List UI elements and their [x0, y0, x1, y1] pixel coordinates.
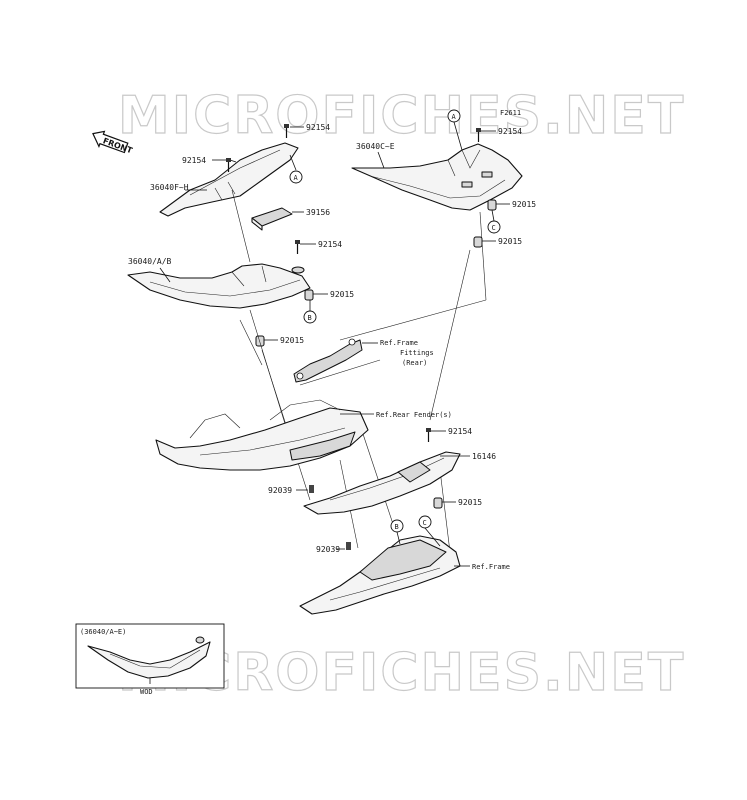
frame-fittings-bracket-drawing [293, 338, 363, 383]
ref-frame-fittings-line2: Fittings [400, 349, 434, 357]
inset-code: WOD [140, 688, 153, 696]
label-92154-e: 92154 [448, 427, 472, 436]
watermark-top: MICROFICHES.NET [118, 86, 685, 146]
label-16146: 16146 [472, 452, 496, 461]
label-92154-b: 92154 [182, 156, 206, 165]
alignment-lines [231, 189, 487, 553]
callout-a-left [289, 170, 303, 184]
label-92154-c: 92154 [318, 240, 342, 249]
grommet-icon [487, 199, 497, 211]
grommet-icon [255, 335, 265, 347]
label-model-code: F2611 [500, 109, 521, 117]
inset-title: (36040/A~E) [80, 628, 126, 636]
callout-a-left-label: A [294, 174, 299, 182]
label-92015-e: 92015 [458, 498, 482, 507]
ref-frame-fittings-line3: (Rear) [402, 359, 427, 367]
part-36040c-e-drawing [351, 143, 523, 211]
part-36040-ab-drawing [127, 263, 311, 309]
label-92015-a: 92015 [330, 290, 354, 299]
label-92039-b: 92039 [316, 545, 340, 554]
leader [289, 154, 297, 171]
label-92154-d: 92154 [498, 127, 522, 136]
label-36040f-h: 36040F~H [150, 183, 189, 192]
grommet-icon [433, 497, 443, 509]
clip-icon [309, 485, 314, 493]
label-92039-a: 92039 [268, 486, 292, 495]
ref-frame-fittings-line1: Ref.Frame [380, 339, 418, 347]
ref-frame-bottom: Ref.Frame [472, 563, 510, 571]
leader [424, 527, 441, 547]
bolt-icon [426, 428, 431, 442]
ref-rear-fender: Ref.Rear Fender(s) [376, 411, 452, 419]
label-39156: 39156 [306, 208, 330, 217]
callout-b-bottom-label: B [395, 523, 399, 531]
leader [159, 267, 171, 283]
leader [453, 121, 463, 151]
label-92015-d: 92015 [498, 237, 522, 246]
part-16146-drawing [303, 451, 461, 515]
callout-b-mid-label: B [308, 314, 312, 322]
callout-a-right-label: A [452, 113, 457, 121]
leader [491, 209, 495, 222]
part-39156-drawing [251, 207, 293, 231]
label-92154-a: 92154 [306, 123, 330, 132]
bolt-icon [226, 158, 231, 172]
callout-c-top-label: C [492, 224, 496, 232]
rear-fender-drawing [155, 399, 369, 471]
leader [377, 151, 385, 169]
bolt-icon [284, 124, 289, 138]
label-92015-c: 92015 [512, 200, 536, 209]
tail-piece-drawing [299, 535, 461, 615]
label-36040c-e: 36040C~E [356, 142, 395, 151]
inset-box: (36040/A~E) WOD [75, 623, 225, 696]
callout-b-mid [303, 310, 317, 324]
callout-c-top [487, 220, 501, 234]
grommet-icon [473, 236, 483, 248]
label-92015-b: 92015 [280, 336, 304, 345]
bolt-icon [295, 240, 300, 254]
label-36040-ab: 36040/A/B [128, 257, 172, 266]
clip-icon [346, 542, 351, 550]
part-36040f-h-drawing [159, 142, 299, 217]
callout-c-bottom-label: C [423, 519, 427, 527]
grommet-icon [304, 289, 314, 301]
leader [396, 531, 401, 545]
bolt-icon [476, 128, 481, 142]
